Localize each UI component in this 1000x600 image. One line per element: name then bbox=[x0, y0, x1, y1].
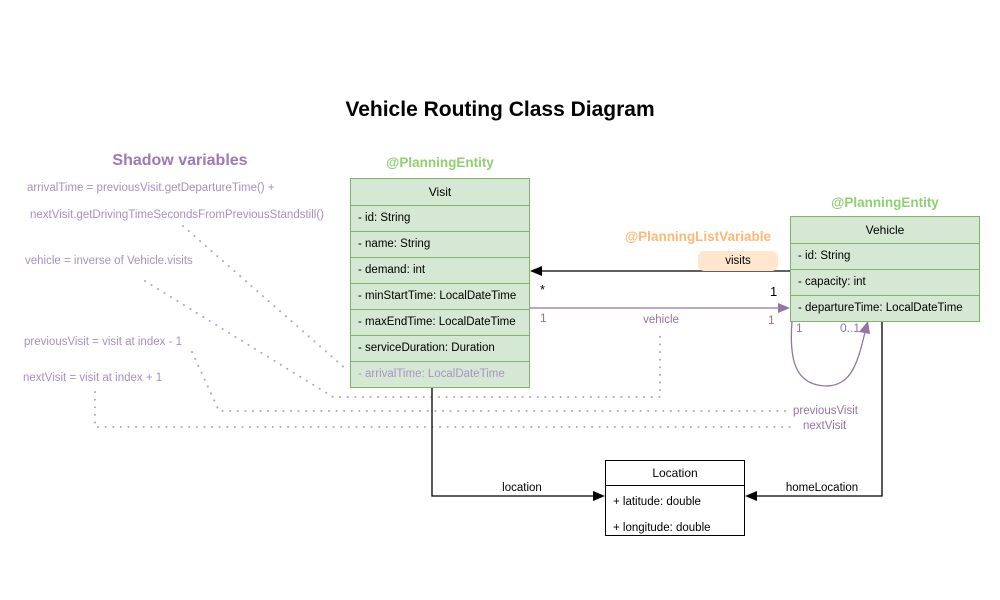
class-vehicle-name: Vehicle bbox=[865, 223, 905, 237]
dotted-connector-arrivaltime bbox=[182, 225, 347, 370]
class-visit-field-name: - name: String bbox=[351, 231, 529, 257]
edge-label-previousvisit: previousVisit bbox=[793, 405, 858, 417]
edge-vehicle-arrow bbox=[778, 303, 790, 313]
class-visit-field-minstarttime: - minStartTime: LocalDateTime bbox=[351, 283, 529, 309]
multiplicity-selfloop-zeroone: 0..1 bbox=[840, 321, 861, 335]
class-visit-field-arrivaltime: - arrivalTime: LocalDateTime bbox=[351, 361, 529, 387]
class-visit-field-serviceduration: - serviceDuration: Duration bbox=[351, 335, 529, 361]
class-visit-field-maxendtime: - maxEndTime: LocalDateTime bbox=[351, 309, 529, 335]
multiplicity-visits-star: * bbox=[540, 282, 546, 297]
class-location: Location + latitude: double + longitude:… bbox=[605, 460, 745, 536]
class-visit-name: Visit bbox=[428, 185, 452, 199]
page-title: Vehicle Routing Class Diagram bbox=[345, 98, 655, 121]
class-location-name: Location bbox=[606, 461, 744, 486]
edge-label-location: location bbox=[502, 482, 542, 494]
edge-visits-arrow bbox=[530, 266, 542, 276]
shadow-var-arrivaltime-line2: nextVisit.getDrivingTimeSecondsFromPrevi… bbox=[30, 209, 324, 221]
class-location-field-longitude: + longitude: double bbox=[613, 522, 711, 534]
multiplicity-visits-one: 1 bbox=[770, 284, 778, 299]
edge-label-homelocation: homeLocation bbox=[785, 482, 859, 494]
shadow-var-arrivaltime-line1: arrivalTime = previousVisit.getDeparture… bbox=[27, 182, 275, 194]
dotted-connector-nextvisit bbox=[94, 391, 798, 428]
class-vehicle-field-departuretime: - departureTime: LocalDateTime bbox=[791, 295, 979, 321]
edge-label-nextvisit: nextVisit bbox=[803, 420, 847, 432]
multiplicity-vehicle-left: 1 bbox=[540, 311, 547, 325]
shadow-var-nextvisit: nextVisit = visit at index + 1 bbox=[23, 372, 163, 384]
edge-location-path bbox=[431, 386, 595, 497]
edge-label-vehicle: vehicle bbox=[643, 314, 679, 326]
class-visit-field-id: - id: String bbox=[351, 205, 529, 231]
shadow-variables-heading: Shadow variables bbox=[112, 152, 248, 169]
shadow-var-vehicle: vehicle = inverse of Vehicle.visits bbox=[25, 255, 193, 267]
class-location-field-latitude: + latitude: double bbox=[613, 496, 701, 508]
multiplicity-vehicle-right: 1 bbox=[768, 313, 775, 327]
class-visit: Visit - id: String - name: String - dema… bbox=[350, 178, 530, 388]
annotation-planning-entity-visit: @PlanningEntity bbox=[386, 155, 494, 170]
shadow-var-previousvisit: previousVisit = visit at index - 1 bbox=[24, 336, 182, 348]
edge-location-arrow bbox=[593, 491, 605, 501]
edge-selfloop-arrow bbox=[859, 321, 870, 334]
edge-homelocation-arrow bbox=[745, 491, 757, 501]
multiplicity-selfloop-one: 1 bbox=[796, 321, 803, 335]
annotation-planning-entity-vehicle: @PlanningEntity bbox=[831, 195, 939, 210]
class-visit-field-demand: - demand: int bbox=[351, 257, 529, 283]
annotation-planning-list-variable: @PlanningListVariable bbox=[625, 229, 771, 244]
class-vehicle-field-capacity: - capacity: int bbox=[791, 269, 979, 295]
class-vehicle: Vehicle - id: String - capacity: int - d… bbox=[790, 216, 980, 322]
visits-edge-badge: visits bbox=[698, 251, 778, 271]
class-vehicle-field-id: - id: String bbox=[791, 243, 979, 269]
